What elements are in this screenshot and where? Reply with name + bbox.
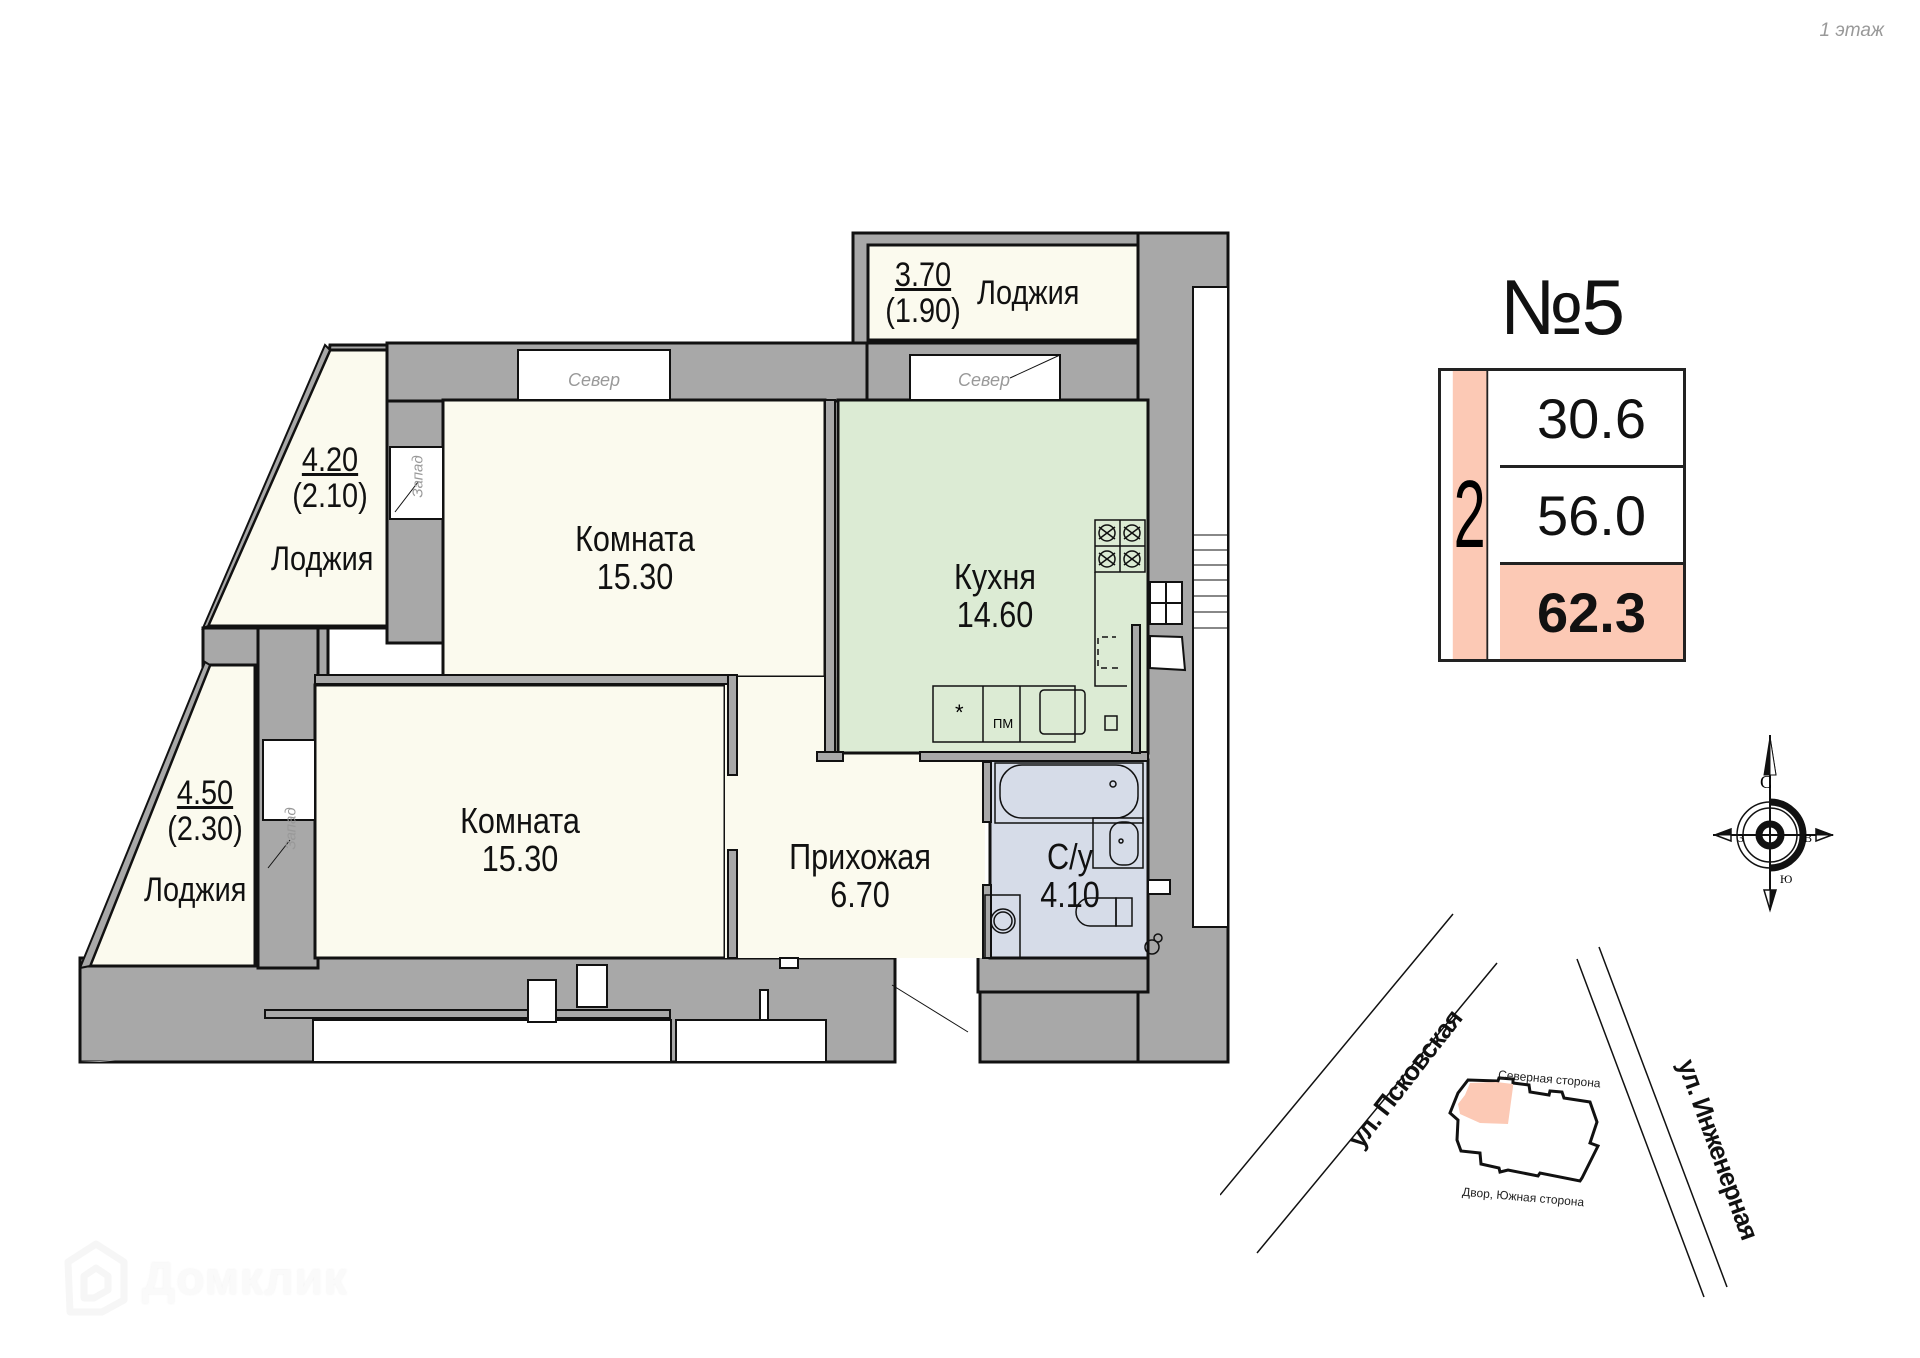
- summary-table: 2 30.6 56.0 62.3: [1438, 368, 1686, 662]
- bathroom: [988, 758, 1150, 960]
- loggia-reduced-area: (1.90): [885, 291, 961, 330]
- fridge-mark: *: [955, 700, 964, 725]
- loggia-area: 4.50: [176, 774, 234, 812]
- living-area: 30.6: [1500, 371, 1683, 468]
- compass-north-label: С: [1760, 772, 1773, 792]
- room-name: Прихожая: [789, 836, 931, 877]
- watermark-brand: Домклик: [142, 1252, 348, 1304]
- total-area-with-loggias: 62.3: [1500, 565, 1683, 659]
- room-1-label: Комната 15.30: [559, 520, 712, 596]
- loggia-area: 3.70: [894, 256, 952, 294]
- window-label-west-2: Запад: [282, 807, 300, 850]
- room-name: Кухня: [954, 556, 1036, 597]
- loggia-top-name: Лоджия: [977, 274, 1080, 312]
- hall-label: Прихожая 6.70: [784, 838, 937, 914]
- kitchen: [836, 398, 1150, 755]
- room-area: 15.30: [596, 555, 674, 597]
- room-area: 4.10: [1040, 873, 1100, 915]
- compass-east-label: В: [1804, 831, 1813, 845]
- compass-icon: [1712, 735, 1835, 913]
- loggia-left-2-area: 4.50 (2.30): [158, 774, 252, 848]
- house-logo-icon: [64, 1240, 128, 1316]
- loggia-reduced-area: (2.10): [292, 476, 368, 515]
- apartment-number: №5: [1500, 263, 1625, 351]
- loggia-left-2-name: Лоджия: [144, 871, 247, 909]
- floor-label: 1 этаж: [1819, 20, 1884, 41]
- room-name: С/у: [1047, 836, 1093, 877]
- rooms-count: 2: [1452, 371, 1489, 659]
- window-label-north-1: Север: [568, 370, 621, 390]
- loggia-left-1-area: 4.20 (2.10): [283, 441, 377, 515]
- kitchen-label: Кухня 14.60: [919, 558, 1072, 634]
- room-2: [313, 683, 727, 960]
- loggia-area: 4.20: [301, 441, 359, 479]
- loggia-left-1-name: Лоджия: [271, 540, 374, 578]
- room-area: 14.60: [956, 593, 1034, 635]
- window-label-west-1: Запад: [409, 455, 427, 498]
- loggia-reduced-area: (2.30): [167, 809, 243, 848]
- dishwasher-mark: ПМ: [993, 716, 1014, 731]
- loggia-top-area: 3.70 (1.90): [876, 256, 970, 330]
- compass-west-label: З: [1738, 831, 1745, 845]
- room-name: Комната: [460, 800, 580, 841]
- bathroom-label: С/у 4.10: [1028, 838, 1113, 914]
- watermark-logo: Домклик: [62, 1240, 348, 1316]
- room-area: 6.70: [830, 873, 890, 915]
- room-1: [441, 398, 827, 679]
- room-name: Комната: [575, 518, 695, 559]
- room-area: 15.30: [481, 837, 559, 879]
- compass-south-label: Ю: [1780, 872, 1793, 886]
- site-plan: [1220, 913, 1728, 1298]
- loggia-top: [866, 243, 1140, 342]
- window-label-north-2: Север: [958, 370, 1011, 390]
- total-area: 56.0: [1500, 468, 1683, 565]
- room-2-label: Комната 15.30: [444, 802, 597, 878]
